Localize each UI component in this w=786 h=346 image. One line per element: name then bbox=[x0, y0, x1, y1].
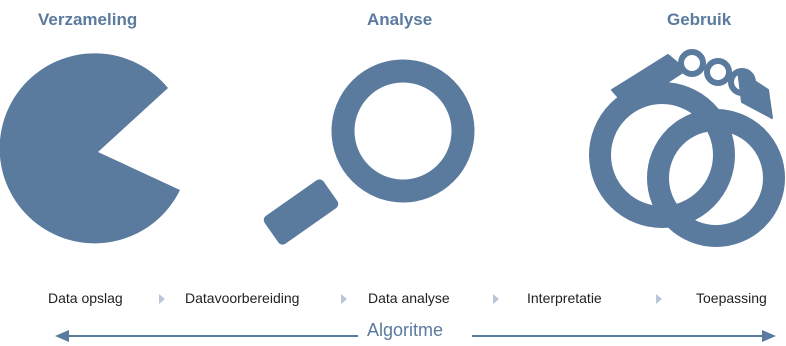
pie-chart-icon bbox=[0, 53, 180, 244]
chevron-right-icon bbox=[493, 294, 499, 304]
algorithm-label: Algoritme bbox=[367, 320, 444, 340]
step-data-analyse: Data analyse bbox=[368, 290, 450, 306]
chevron-right-icon bbox=[341, 294, 347, 304]
arrow-left-icon bbox=[55, 330, 69, 342]
magnifier-icon bbox=[263, 59, 475, 245]
step-interpretatie: Interpretatie bbox=[527, 290, 602, 306]
stage-title-analyse: Analyse bbox=[367, 10, 433, 29]
handcuffs-icon bbox=[589, 49, 785, 247]
stage-title-verzameling: Verzameling bbox=[38, 10, 138, 29]
chevron-right-icon bbox=[656, 294, 662, 304]
arrow-right-icon bbox=[762, 330, 776, 342]
step-toepassing: Toepassing bbox=[696, 290, 767, 306]
algorithm-line-left bbox=[64, 335, 358, 337]
chevron-right-icon bbox=[159, 294, 165, 304]
step-datavoorbereiding: Datavoorbereiding bbox=[185, 290, 300, 306]
algorithm-line-right bbox=[472, 335, 766, 337]
step-data-opslag: Data opslag bbox=[48, 290, 123, 306]
stage-title-gebruik: Gebruik bbox=[667, 10, 732, 29]
